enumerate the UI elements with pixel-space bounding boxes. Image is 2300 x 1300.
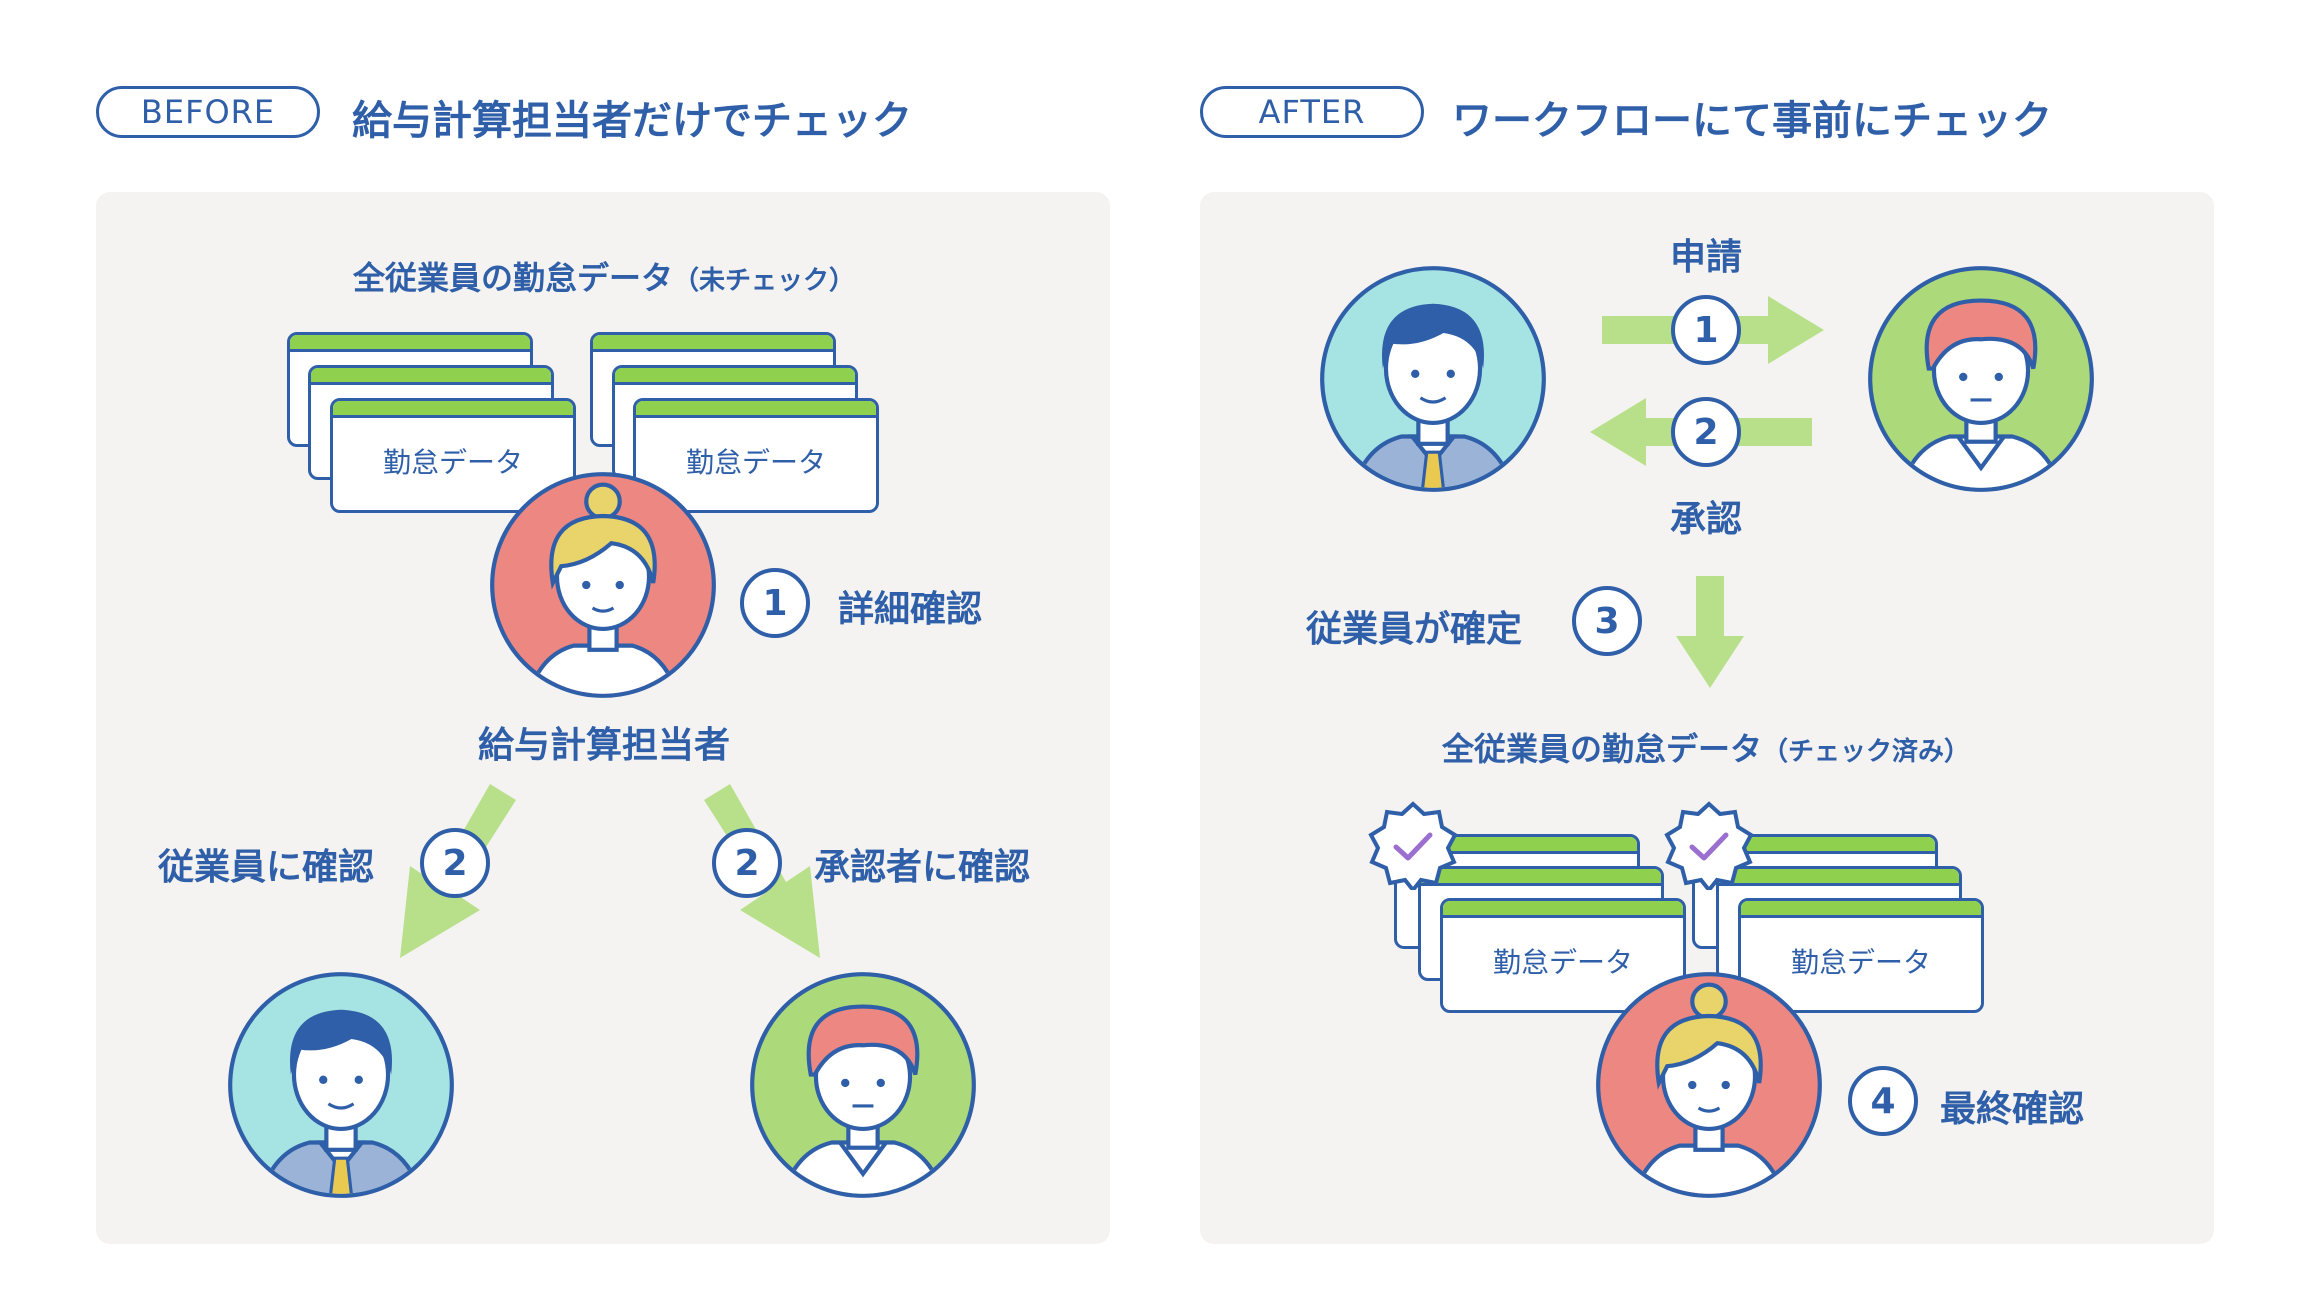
before-step1-label: 詳細確認 <box>838 589 983 630</box>
data-card-label: 勤怠データ <box>1492 946 1633 979</box>
after-step3-number: 3 <box>1572 586 1642 656</box>
after-step1-number: 1 <box>1671 295 1741 365</box>
data-card-label: 勤怠データ <box>1790 946 1931 979</box>
after-step4-label: 最終確認 <box>1940 1089 2085 1130</box>
apply-label: 申請 <box>1669 237 1743 278</box>
before-tag: BEFORE <box>96 86 320 138</box>
after-step2-number: 2 <box>1671 397 1741 467</box>
employee-avatar <box>226 970 456 1200</box>
after-data-title: 全従業員の勤怠データ（チェック済み） <box>1441 730 1971 768</box>
approver-avatar <box>1866 264 2096 494</box>
payroll-officer-avatar <box>488 470 718 700</box>
data-card-label: 勤怠データ <box>685 446 826 479</box>
data-card: 勤怠データ <box>633 398 879 513</box>
check-badge-icon <box>1368 800 1458 890</box>
data-card: 勤怠データ <box>330 398 576 513</box>
before-data-title-note: （未チェック） <box>673 266 856 296</box>
approver-avatar <box>748 970 978 1200</box>
before-data-title: 全従業員の勤怠データ（未チェック） <box>352 259 856 297</box>
after-data-title-note: （チェック済み） <box>1762 737 1971 767</box>
before-step2b-label: 承認者に確認 <box>814 847 1031 888</box>
employee-avatar <box>1318 264 1548 494</box>
data-card-label: 勤怠データ <box>382 446 523 479</box>
before-step2b-number: 2 <box>712 828 782 898</box>
approve-label: 承認 <box>1669 499 1743 540</box>
before-step1-number: 1 <box>740 568 810 638</box>
payroll-officer-label: 給与計算担当者 <box>477 725 731 766</box>
after-step4-number: 4 <box>1848 1066 1918 1136</box>
after-heading: ワークフローにて事前にチェック <box>1452 98 2052 144</box>
after-step3-label: 従業員が確定 <box>1306 609 1523 650</box>
check-badge-icon <box>1664 800 1754 890</box>
payroll-officer-avatar <box>1594 970 1824 1200</box>
data-card: 勤怠データ <box>1738 898 1984 1013</box>
data-card: 勤怠データ <box>1440 898 1686 1013</box>
before-step2a-number: 2 <box>420 828 490 898</box>
after-tag: AFTER <box>1200 86 1424 138</box>
before-step2a-label: 従業員に確認 <box>158 847 375 888</box>
arrow-down-confirm <box>1676 576 1744 688</box>
before-heading: 給与計算担当者だけでチェック <box>352 98 912 144</box>
